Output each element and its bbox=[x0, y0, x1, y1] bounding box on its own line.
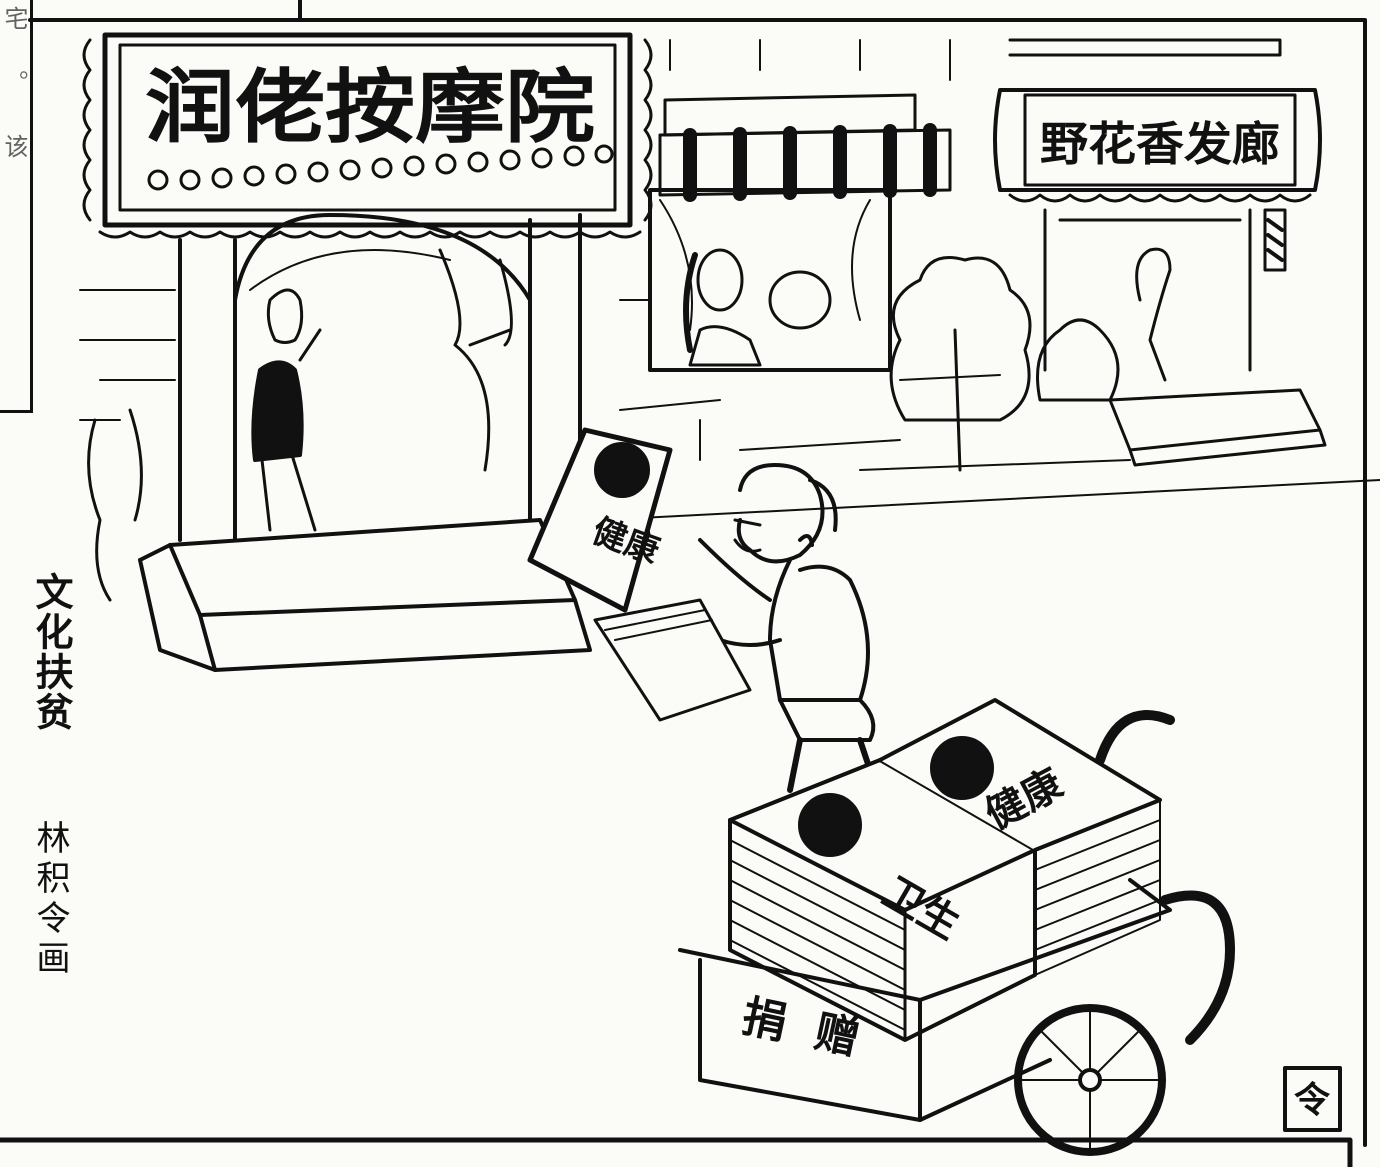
cartoon-title: 文化扶贫 bbox=[29, 572, 73, 732]
window-shop bbox=[619, 39, 1001, 461]
book-stacks bbox=[728, 698, 1162, 1042]
panel-frame-bottom bbox=[0, 1137, 1353, 1167]
held-book bbox=[527, 427, 752, 722]
man-figure bbox=[698, 463, 883, 803]
panel-frame-top bbox=[298, 0, 1367, 1147]
bushes bbox=[87, 256, 1120, 602]
cart-book-right-badge: 性 bbox=[944, 749, 980, 790]
artist-seal-text: 令 bbox=[1294, 1080, 1331, 1121]
cartoon-author: 林积令画 bbox=[30, 820, 70, 980]
hair-salon bbox=[993, 38, 1327, 467]
hair-salon-sign: 野花香发廊 bbox=[1040, 117, 1280, 171]
adjacent-article-text: 宅。该 bbox=[0, 6, 28, 198]
held-book-badge: 性 bbox=[606, 452, 638, 490]
adjacent-article-fragment: 宅。该 bbox=[0, 0, 33, 413]
artist-seal bbox=[1283, 1066, 1342, 1132]
massage-parlor bbox=[79, 32, 653, 672]
cart-book-left-badge: 性 bbox=[812, 806, 848, 847]
cart-donation-label: 捐赠 bbox=[738, 991, 893, 1072]
grass-line bbox=[599, 459, 1380, 521]
massage-parlor-sign: 润佬按摩院 bbox=[145, 61, 595, 154]
